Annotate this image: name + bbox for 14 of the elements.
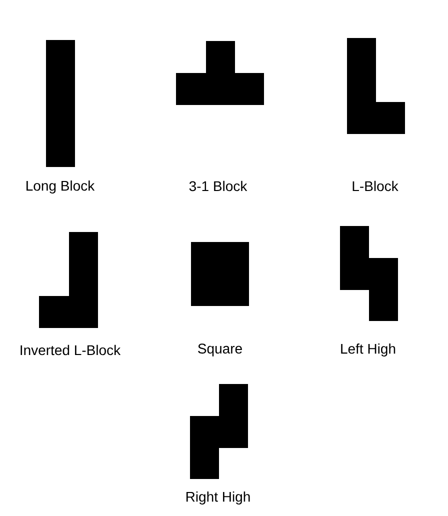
shape-caption: Left High <box>341 343 396 357</box>
shape-caption: Inverted L-Block <box>20 344 121 356</box>
t-shape <box>176 41 264 105</box>
shape-caption: Square <box>198 344 242 356</box>
shape-caption: Long Block <box>26 180 95 194</box>
shape-caption: 3-1 Block <box>189 180 248 192</box>
l-shape <box>347 38 405 134</box>
j-shape <box>39 232 98 328</box>
shape-caption: L-Block <box>352 180 398 192</box>
vertical-bar <box>46 40 75 167</box>
shape-caption: Right High <box>186 491 250 505</box>
zigzag-shape <box>190 384 248 479</box>
zigzag-shape <box>340 226 398 321</box>
square <box>191 242 249 306</box>
